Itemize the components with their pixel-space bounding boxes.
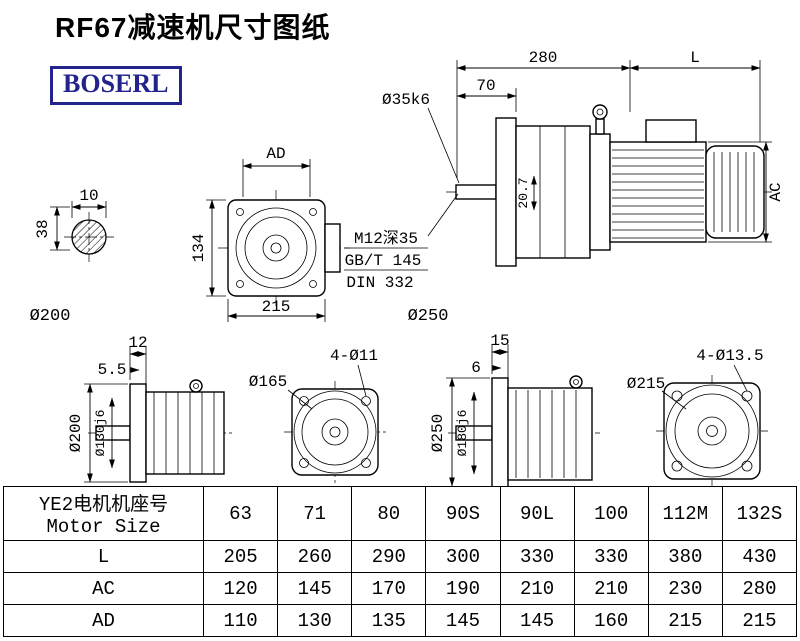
row-label-AD: AD	[3, 604, 204, 637]
cell-AD-4: 145	[425, 604, 501, 637]
row-label-AC: AC	[3, 572, 204, 605]
cell-AD-5: 145	[499, 604, 575, 637]
dim-20-7: 20.7	[516, 177, 531, 208]
dim-dia-180j6: Ø180j6	[455, 410, 470, 457]
side-view: 280 L 70 Ø35k6 AC 20.7 M12深35 GB/T 145 D…	[344, 49, 785, 326]
size-col-1: 63	[202, 486, 279, 541]
flange-view-1: Ø165 4-Ø11	[249, 347, 386, 483]
dimension-table: YE2电机机座号 Motor Size 63 71 80 90S 90L 100…	[3, 486, 798, 637]
dim-holes-4x13-5: 4-Ø13.5	[696, 347, 763, 365]
motor-size-label-en: Motor Size	[46, 516, 161, 538]
size-col-6: 100	[573, 486, 649, 541]
cell-L-4: 300	[425, 540, 501, 573]
technical-drawing: 10 38 Ø200 AD	[30, 49, 785, 487]
cell-AD-2: 130	[277, 604, 353, 637]
motor-size-label-cn: YE2电机机座号	[38, 494, 169, 516]
cell-L-2: 260	[277, 540, 353, 573]
dim-15: 15	[490, 332, 509, 350]
cell-AC-6: 210	[573, 572, 649, 605]
cell-AC-7: 230	[647, 572, 723, 605]
brand-logo: BOSERL	[50, 66, 182, 105]
cell-AD-3: 135	[351, 604, 427, 637]
size-col-7: 112M	[647, 486, 723, 541]
cell-L-3: 290	[351, 540, 427, 573]
dim-keyway-width: 10	[79, 187, 98, 205]
dim-ac: AC	[767, 182, 785, 201]
dim-holes-4x11: 4-Ø11	[330, 347, 378, 365]
front-view: AD 134 215	[190, 145, 350, 322]
dim-dia-215: Ø215	[627, 375, 665, 393]
page-title: RF67减速机尺寸图纸	[55, 12, 331, 43]
label-dia-250: Ø250	[408, 307, 449, 326]
table-header-row: YE2电机机座号 Motor Size 63 71 80 90S 90L 100…	[3, 486, 798, 541]
dim-134: 134	[190, 234, 208, 263]
flange-view-2: Ø215 4-Ø13.5	[627, 347, 768, 487]
cell-L-8: 430	[721, 540, 798, 573]
cell-AC-2: 145	[277, 572, 353, 605]
dim-dia-130j6: Ø130j6	[93, 410, 108, 457]
note-din: DIN 332	[346, 274, 413, 292]
cell-AD-7: 215	[647, 604, 723, 637]
note-m12: M12深35	[354, 229, 418, 248]
cell-AC-8: 280	[721, 572, 798, 605]
dim-70: 70	[476, 77, 495, 95]
dim-5-5: 5.5	[98, 361, 127, 379]
dim-dia-165: Ø165	[249, 373, 287, 391]
reducer-side-view-2: 15 6 Ø250 Ø180j6	[429, 332, 600, 487]
cell-AD-1: 110	[202, 604, 279, 637]
cell-L-7: 380	[647, 540, 723, 573]
size-col-3: 80	[351, 486, 427, 541]
table-row-AC: AC 120 145 170 190 210 210 230 280	[3, 572, 798, 605]
table-row-L: L 205 260 290 300 330 330 380 430	[3, 540, 798, 573]
size-col-5: 90L	[499, 486, 575, 541]
shaft-end-view: 10 38 Ø200	[30, 187, 114, 326]
reducer-side-view-1: 12 5.5 Ø200 Ø130j6	[67, 334, 232, 483]
motor-size-header-cell: YE2电机机座号 Motor Size	[3, 486, 204, 541]
dim-280: 280	[529, 49, 558, 67]
dim-L: L	[690, 49, 700, 67]
cell-AC-1: 120	[202, 572, 279, 605]
dim-dia-200: Ø200	[67, 414, 85, 452]
cell-L-5: 330	[499, 540, 575, 573]
size-col-2: 71	[277, 486, 353, 541]
size-col-4: 90S	[425, 486, 501, 541]
dim-6: 6	[471, 359, 481, 377]
row-label-L: L	[3, 540, 204, 573]
dim-dia-250: Ø250	[429, 414, 447, 452]
size-col-8: 132S	[721, 486, 798, 541]
dim-ad: AD	[266, 145, 285, 163]
dim-12: 12	[128, 334, 147, 352]
cell-AD-8: 215	[721, 604, 798, 637]
note-gbt: GB/T 145	[345, 252, 422, 270]
cell-AD-6: 160	[573, 604, 649, 637]
cell-AC-4: 190	[425, 572, 501, 605]
label-dia-200: Ø200	[30, 307, 71, 326]
cell-L-1: 205	[202, 540, 279, 573]
cell-AC-3: 170	[351, 572, 427, 605]
dim-215: 215	[262, 298, 291, 316]
dim-shaft-dia: Ø35k6	[382, 91, 430, 109]
cell-AC-5: 210	[499, 572, 575, 605]
table-row-AD: AD 110 130 135 145 145 160 215 215	[3, 604, 798, 637]
dim-shaft-height: 38	[34, 219, 52, 238]
cell-L-6: 330	[573, 540, 649, 573]
